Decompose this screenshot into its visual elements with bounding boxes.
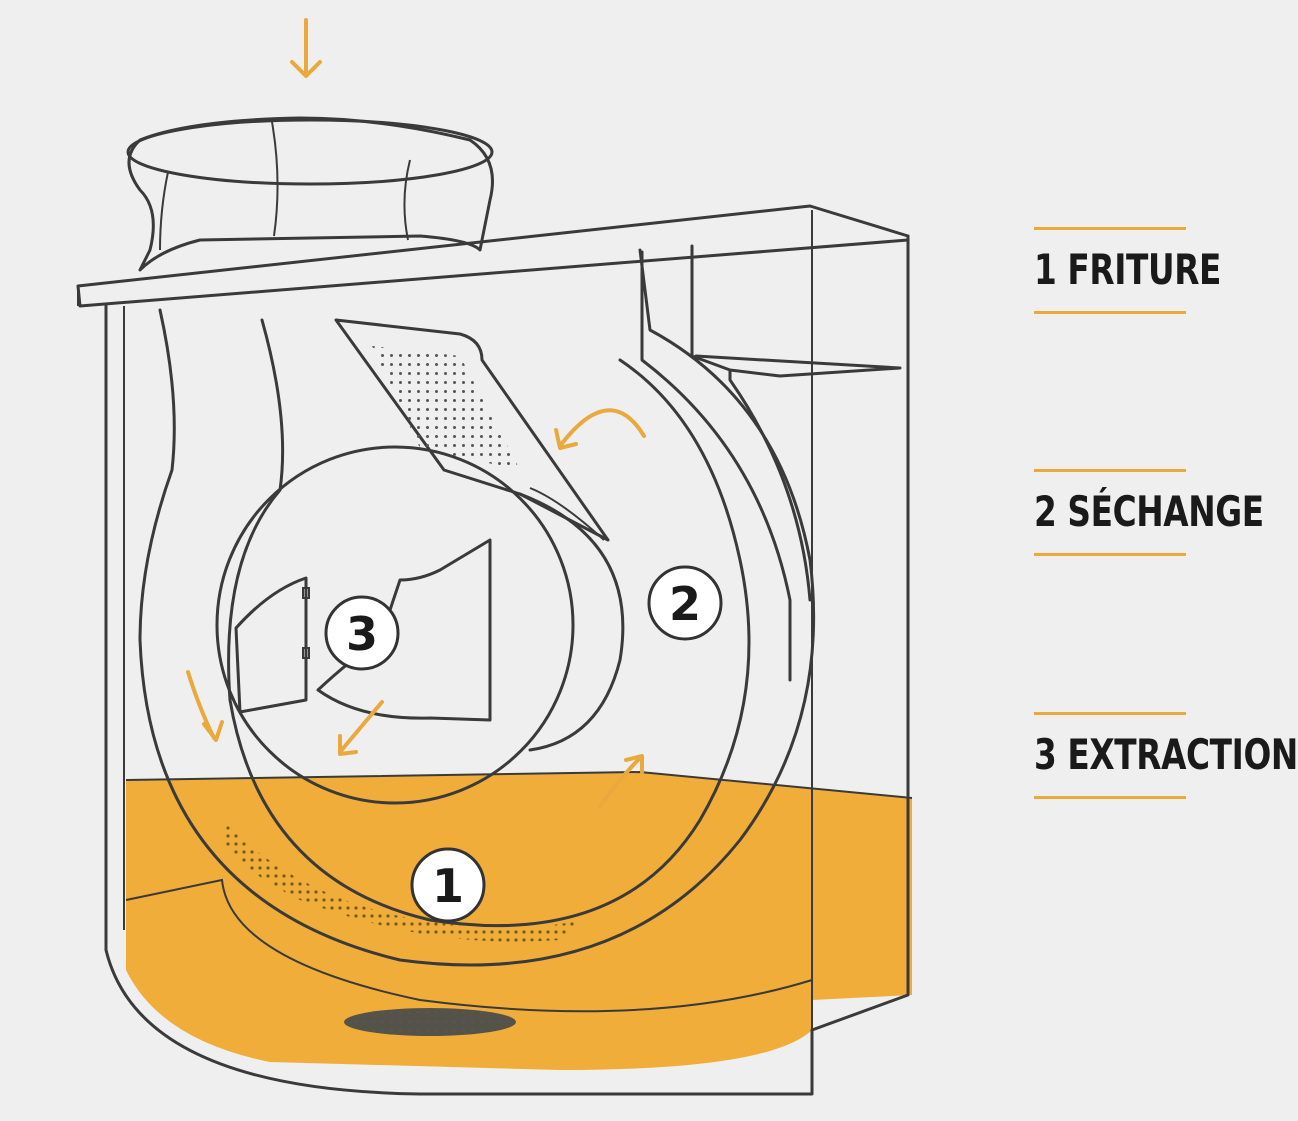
legend-rule-top bbox=[1034, 469, 1186, 472]
marker-2: 2 bbox=[647, 565, 723, 641]
down-arrow-icon bbox=[290, 18, 322, 78]
flow-arrow-icon bbox=[186, 670, 224, 742]
exhaust-duct bbox=[640, 244, 812, 682]
marker-3: 3 bbox=[324, 595, 400, 671]
legend-label: 2 SÉCHANGE bbox=[1034, 487, 1264, 536]
legend-rule-bottom bbox=[1034, 311, 1186, 314]
svg-text:3: 3 bbox=[346, 607, 378, 661]
flow-arrow-icon bbox=[338, 700, 384, 756]
legend-rule-top bbox=[1034, 712, 1186, 715]
svg-text:2: 2 bbox=[669, 577, 701, 631]
sediment-deposit-spots bbox=[344, 1008, 516, 1036]
legend-label: 3 EXTRACTION bbox=[1034, 730, 1298, 779]
extraction-door bbox=[234, 576, 308, 714]
legend-rule-bottom bbox=[1034, 796, 1186, 799]
exhaust-box bbox=[694, 354, 902, 378]
outer-housing bbox=[104, 234, 910, 1096]
door-hinge-bottom bbox=[302, 647, 310, 659]
hopper-rim bbox=[126, 118, 494, 186]
legend-rule-bottom bbox=[1034, 553, 1186, 556]
oil-bath bbox=[126, 772, 912, 1070]
legend-rule-top bbox=[1034, 227, 1186, 230]
inner-drum-back bbox=[518, 492, 625, 752]
legend-label: 1 FRITURE bbox=[1034, 245, 1222, 294]
door-hinge-top bbox=[302, 587, 310, 599]
oil-inner-bowl bbox=[125, 878, 813, 1013]
lid-plate bbox=[76, 204, 910, 308]
svg-text:1: 1 bbox=[432, 859, 464, 913]
flow-arrow-icon bbox=[598, 754, 644, 808]
inner-drum-back-2 bbox=[529, 487, 605, 541]
hopper-ribs bbox=[159, 121, 411, 251]
submerged-basket-perforation bbox=[222, 820, 580, 942]
flow-arrow-icon bbox=[554, 408, 646, 450]
inner-drum bbox=[215, 445, 575, 805]
chute-perforation bbox=[372, 346, 520, 470]
marker-1: 1 bbox=[410, 847, 486, 923]
centrifuge-drum bbox=[138, 248, 816, 967]
